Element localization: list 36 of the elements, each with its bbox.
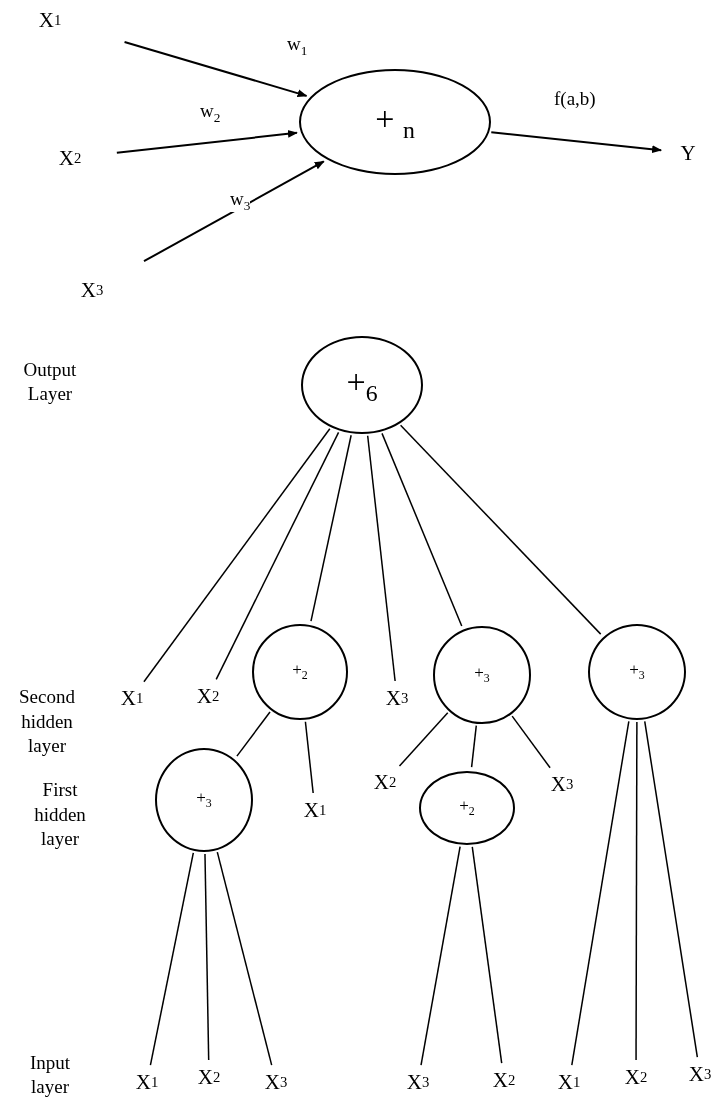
connector-line: [399, 424, 602, 635]
connector-line: [215, 431, 340, 681]
connector-line: [304, 720, 314, 794]
node-label: +$_{2}$: [459, 797, 475, 819]
connector-line: [571, 720, 630, 1066]
connector-line: [310, 434, 352, 622]
connector-line: [149, 852, 195, 1066]
arrow: [123, 41, 308, 98]
connector-line: [470, 724, 478, 768]
node-label: +$_{3}$: [474, 664, 490, 686]
connector-line: [635, 721, 638, 1061]
node-label: +$_{3}$: [196, 789, 212, 811]
arrow: [490, 131, 663, 154]
connector-line: [236, 711, 271, 757]
connector-line: [366, 435, 396, 682]
node-label: +$_{3}$: [629, 661, 645, 683]
connector-line: [420, 845, 461, 1066]
arrow: [143, 160, 325, 263]
layer-label: First hidden layer: [33, 778, 87, 852]
edge-label: f(a,b): [554, 88, 596, 108]
connector-line: [644, 720, 699, 1058]
connector-line: [471, 846, 503, 1064]
connector-line: [381, 432, 463, 627]
layer-label: Output Layer: [22, 357, 78, 407]
arrow: [115, 129, 298, 154]
node-label: +$_{6}$: [346, 364, 378, 406]
connector-line: [398, 712, 449, 767]
node-label: + $_{n}$: [375, 101, 415, 143]
layer-label: Input layer: [28, 1050, 72, 1100]
variable-label: Y: [675, 140, 701, 166]
layer-label: Second hidden layer: [18, 685, 76, 759]
connector-line: [204, 853, 210, 1061]
connector-line: [216, 851, 273, 1066]
node-label: +$_{2}$: [292, 661, 308, 683]
connector-line: [511, 715, 551, 769]
connector-line: [143, 428, 331, 683]
